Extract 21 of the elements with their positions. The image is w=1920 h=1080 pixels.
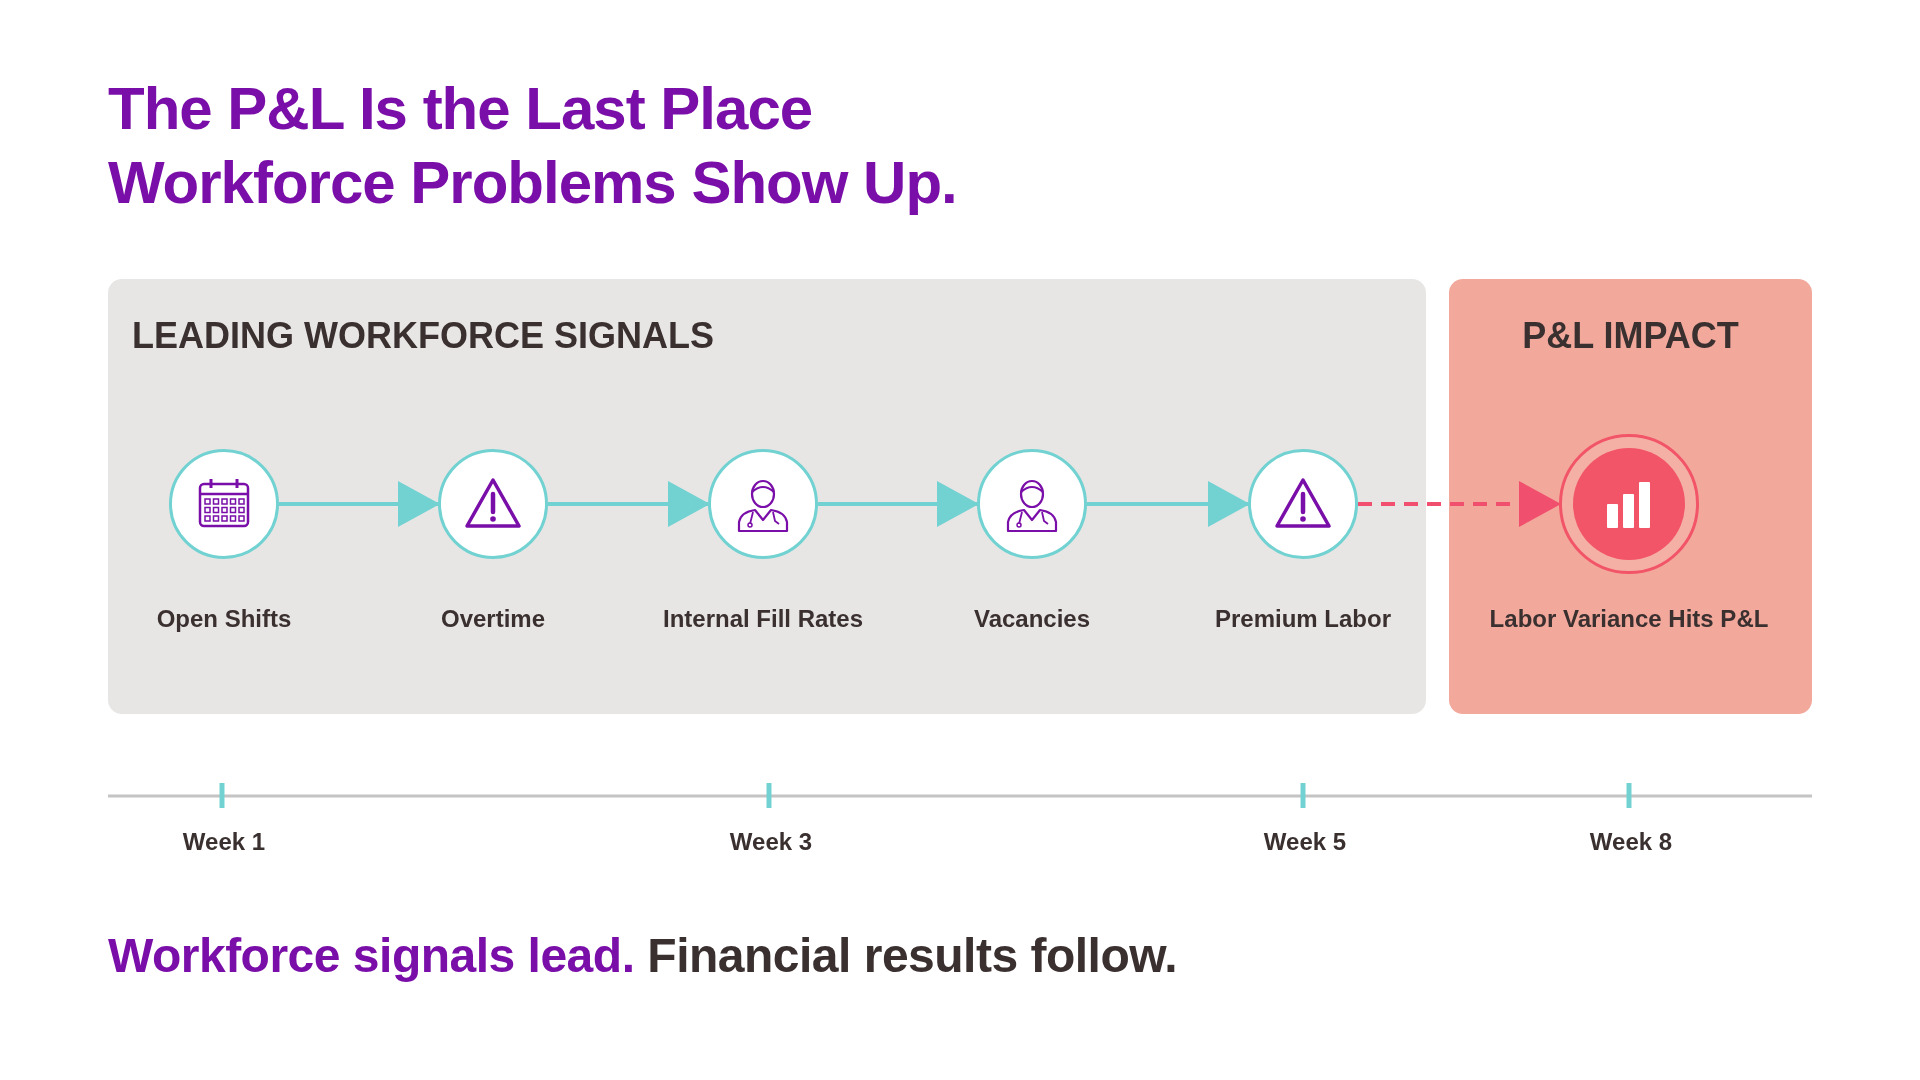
group-panel	[1449, 279, 1812, 714]
arrow	[279, 481, 440, 527]
node-label: Open Shifts	[156, 605, 292, 633]
title: The P&L Is the Last Place Workforce Problems Show Up.	[108, 74, 958, 218]
node-label: Vacancies	[973, 605, 1091, 633]
week-label: Week 3	[729, 828, 813, 856]
node-label: Premium Labor	[1215, 605, 1391, 633]
week-label: Week 8	[1589, 828, 1673, 856]
arrow	[1358, 481, 1561, 527]
arrow	[548, 481, 710, 527]
panel-heading: LEADING WORKFORCE SIGNALS	[132, 315, 714, 357]
group-panel	[108, 279, 1426, 714]
arrow	[818, 481, 979, 527]
panel-heading: P&L IMPACT	[1522, 315, 1739, 357]
node-label: Overtime	[440, 605, 546, 633]
caption: Workforce signals lead. Financial results follow.	[108, 928, 1178, 983]
node-label: Internal Fill Rates	[662, 605, 864, 633]
week-label: Week 5	[1263, 828, 1347, 856]
node-label: Labor Variance Hits P&L	[1489, 605, 1769, 633]
arrow	[1087, 481, 1250, 527]
week-label: Week 1	[182, 828, 266, 856]
